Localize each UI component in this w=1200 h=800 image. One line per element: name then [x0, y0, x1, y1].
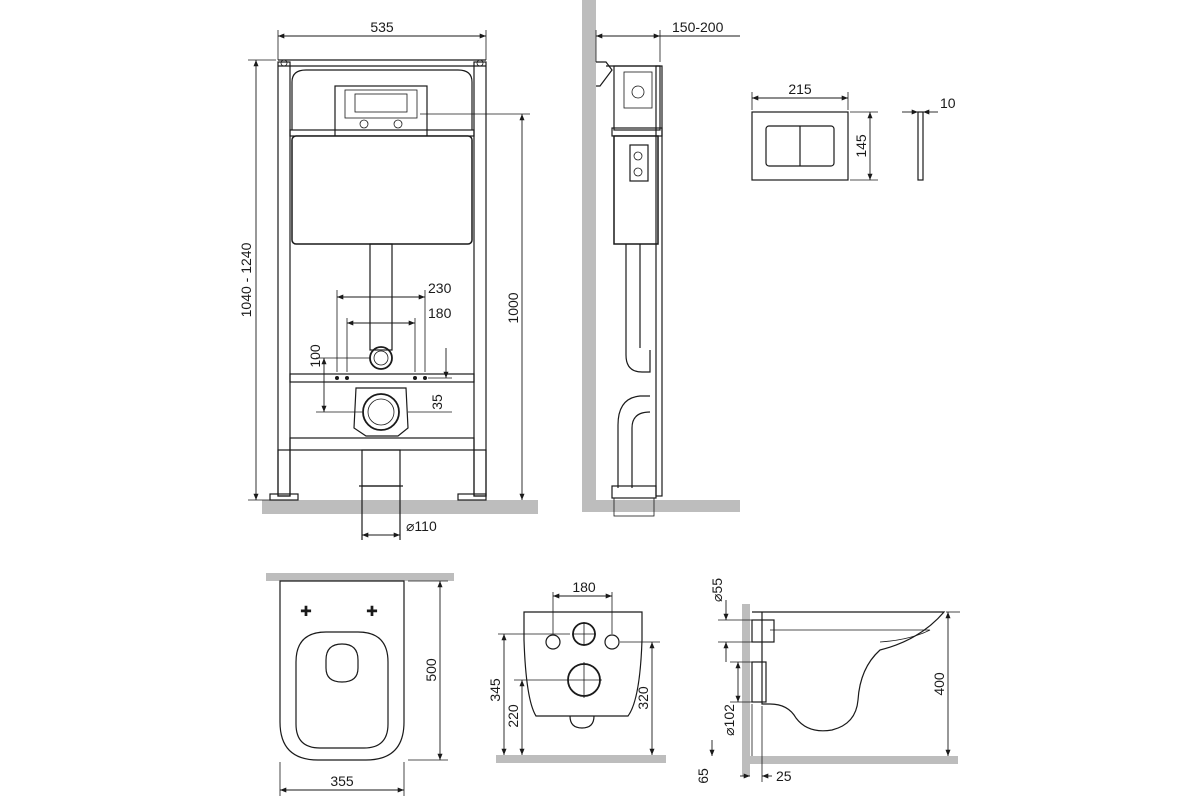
dim-button-height: 145: [853, 134, 869, 158]
side-outlet: [751, 661, 767, 703]
floor-hatch-side: [582, 500, 740, 512]
dim-frame-height-range: 1040 - 1240: [238, 242, 254, 317]
fixing-mark-right: ✚: [366, 603, 378, 619]
dim-floor-gap: 65: [695, 768, 711, 784]
side-inlet: [751, 619, 775, 643]
dim-frame-width: 535: [370, 19, 394, 35]
dim-height-to-top: 1000: [505, 292, 521, 323]
dim-toilet-height: 400: [931, 672, 947, 696]
dim-pipe-diameter: ⌀110: [406, 518, 437, 534]
toilet-side-view: ⌀55 ⌀102 400 65 25: [695, 578, 960, 784]
dim-bolt-spacing-outer: 230: [428, 280, 452, 296]
side-cistern-body: [613, 135, 659, 245]
wall-hatch-toilet: [742, 604, 750, 776]
frame-post-left: [277, 61, 291, 497]
toilet-side-outline: [752, 611, 946, 732]
toilet-outline-top: [279, 580, 405, 761]
flush-plate-profile: [917, 111, 924, 181]
toilet-rim: [770, 629, 931, 643]
cistern-top: [291, 69, 473, 130]
dim-bolt-spacing-inner: 180: [428, 305, 452, 321]
dim-wall-depth: 150-200: [672, 19, 724, 35]
dim-toilet-length: 500: [423, 658, 439, 682]
dim-button-thickness: 10: [940, 95, 956, 111]
frame-front-view: 535 1040 - 1240 1000 230 180 100 35 ⌀110: [238, 19, 538, 540]
dim-back-bolt-spacing: 180: [572, 579, 596, 595]
dim-outlet-diameter: ⌀102: [721, 704, 737, 736]
frame-crossbar-upper: [289, 373, 475, 383]
toilet-top-view: ✚ ✚ 500 355: [266, 573, 454, 796]
toilet-seat: [295, 631, 389, 749]
flush-button-view: 215 145 10: [751, 81, 956, 181]
toilet-base: [569, 715, 595, 729]
wall-hatch: [582, 0, 596, 512]
dim-drain-offset: 100: [307, 344, 323, 368]
floor-hatch-back: [496, 755, 666, 763]
frame-post-right: [473, 61, 487, 497]
dim-toilet-width: 355: [330, 773, 354, 789]
back-bolt-hole-left: [545, 634, 561, 650]
floor-hatch-toilet: [742, 756, 958, 764]
dim-inlet-diameter: ⌀55: [709, 578, 725, 602]
cistern-body: [291, 135, 473, 245]
dim-bolt-height-low: 220: [505, 704, 521, 728]
dim-wall-gap: 25: [776, 768, 792, 784]
back-bolt-hole-right: [604, 634, 620, 650]
drain-connector: [353, 387, 409, 437]
fixing-mark-left: ✚: [300, 603, 312, 619]
flush-plate: [751, 111, 849, 181]
dim-bolt-height: 35: [429, 394, 445, 410]
frame-crossbar-lower: [289, 437, 475, 451]
sewer-pipe: [361, 449, 401, 487]
side-cistern-top: [613, 65, 661, 131]
mount-hole-left: [280, 59, 288, 67]
toilet-back-outline: [523, 611, 643, 717]
side-flush-pipe: [625, 244, 651, 373]
toilet-bowl-opening: [325, 643, 359, 683]
frame-side-view: 150-200: [582, 0, 740, 517]
toilet-back-view: 180 345 220 320: [487, 579, 666, 763]
wall-top-hatch: [266, 573, 454, 581]
mount-hole-right: [476, 59, 484, 67]
drain-outlet: [362, 393, 400, 431]
wall-bracket: [596, 61, 613, 87]
side-drain-bend: [617, 395, 650, 488]
dim-bolt-height-high: 320: [635, 686, 651, 710]
side-frame-post: [655, 65, 663, 497]
dim-button-width: 215: [788, 81, 812, 97]
dim-drain-height: 345: [487, 678, 503, 702]
